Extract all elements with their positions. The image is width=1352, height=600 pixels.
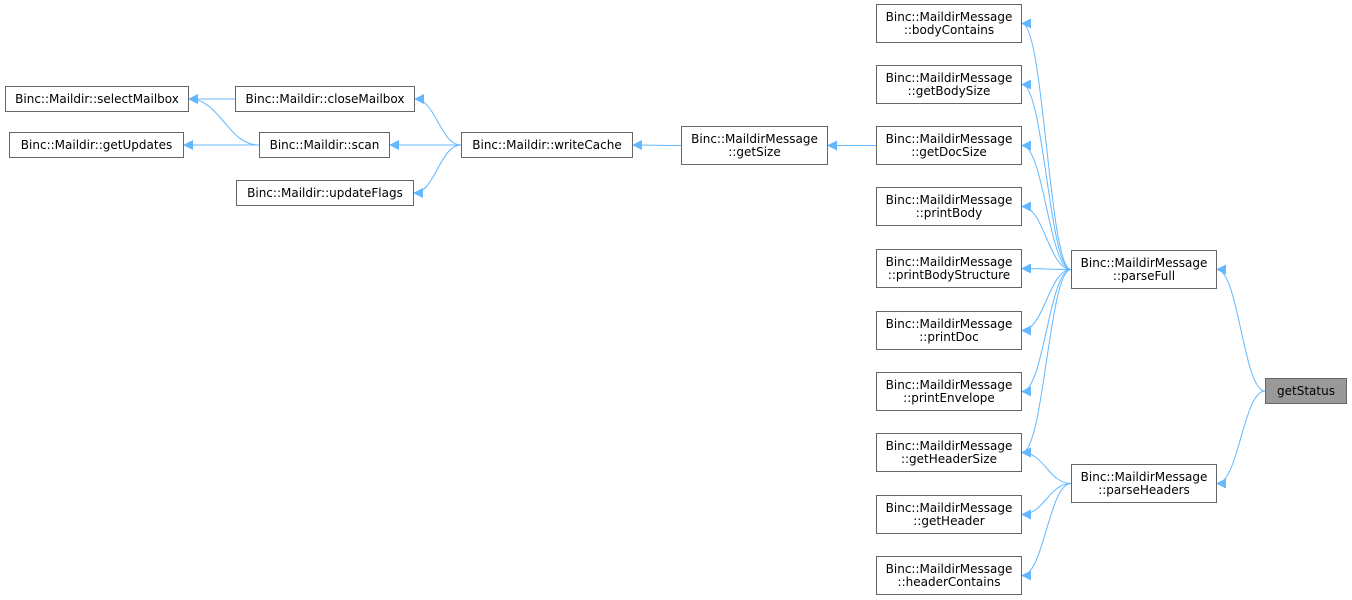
node-label-line: Binc::Maildir::selectMailbox <box>15 91 179 106</box>
node-label-line: Binc::MaildirMessage <box>885 192 1013 207</box>
edge-parseFull-to-printDoc <box>1021 269 1072 336</box>
node-label-line: Binc::MaildirMessage <box>1080 255 1208 270</box>
node-label-line: ::printBodyStructure <box>887 267 1011 282</box>
edge-parseHeaders-to-getHeader <box>1021 483 1072 520</box>
node-label-line: ::getBodySize <box>907 83 991 98</box>
node-label-line: ::getDocSize <box>911 144 987 159</box>
node-print-envelope[interactable]: Binc::MaildirMessage::printEnvelope <box>876 372 1022 411</box>
node-close-mailbox[interactable]: Binc::Maildir::closeMailbox <box>235 86 415 112</box>
node-label-line: Binc::Maildir::writeCache <box>472 137 622 152</box>
node-label-line: ::getHeader <box>913 513 985 528</box>
edge-getStatus-to-parseFull <box>1216 264 1266 392</box>
node-label-line: Binc::MaildirMessage <box>691 131 818 146</box>
node-write-cache[interactable]: Binc::Maildir::writeCache <box>461 132 633 158</box>
node-label-line: Binc::MaildirMessage <box>885 131 1013 146</box>
node-header-contains[interactable]: Binc::MaildirMessage::headerContains <box>876 556 1022 595</box>
node-label-line: getStatus <box>1277 383 1335 398</box>
node-label-line: Binc::MaildirMessage <box>885 70 1013 85</box>
node-label-line: ::printBody <box>915 205 983 220</box>
node-scan[interactable]: Binc::Maildir::scan <box>259 132 390 158</box>
node-print-body-structure[interactable]: Binc::MaildirMessage::printBodyStructure <box>876 249 1022 288</box>
edge-parseHeaders-to-getHeaderSize <box>1021 447 1072 484</box>
node-label-line: Binc::MaildirMessage <box>885 500 1013 515</box>
node-label-line: ::printDoc <box>919 329 979 344</box>
edge-getSize-to-writeCache <box>632 140 682 151</box>
node-update-flags[interactable]: Binc::Maildir::updateFlags <box>236 180 414 206</box>
node-get-header-size[interactable]: Binc::MaildirMessage::getHeaderSize <box>876 433 1022 472</box>
node-get-updates[interactable]: Binc::Maildir::getUpdates <box>9 132 184 158</box>
node-label-line: Binc::MaildirMessage <box>885 316 1013 331</box>
edge-parseFull-to-printBodyStructure <box>1021 263 1072 274</box>
node-label-line: ::parseFull <box>1112 268 1176 283</box>
node-label-line: Binc::MaildirMessage <box>885 377 1013 392</box>
node-get-size[interactable]: Binc::MaildirMessage::getSize <box>681 126 828 165</box>
node-print-body[interactable]: Binc::MaildirMessage::printBody <box>876 187 1022 226</box>
edge-parseFull-to-printBody <box>1021 201 1072 270</box>
node-label-line: ::parseHeaders <box>1098 482 1190 497</box>
node-select-mailbox[interactable]: Binc::Maildir::selectMailbox <box>5 86 189 112</box>
node-parse-full[interactable]: Binc::MaildirMessage::parseFull <box>1071 250 1217 289</box>
edge-getStatus-to-parseHeaders <box>1216 390 1266 489</box>
node-body-contains[interactable]: Binc::MaildirMessage::bodyContains <box>876 4 1022 43</box>
node-label-line: Binc::Maildir::updateFlags <box>247 185 403 200</box>
node-print-doc[interactable]: Binc::MaildirMessage::printDoc <box>876 311 1022 350</box>
edge-parseFull-to-getDocSize <box>1021 140 1072 270</box>
node-label-line: Binc::MaildirMessage <box>885 561 1013 576</box>
node-label-line: Binc::MaildirMessage <box>885 438 1013 453</box>
node-label-line: ::getSize <box>728 144 781 159</box>
node-label-line: Binc::Maildir::getUpdates <box>20 137 173 152</box>
node-get-status[interactable]: getStatus <box>1265 378 1347 404</box>
edge-parseFull-to-getBodySize <box>1021 79 1072 270</box>
edge-writeCache-to-updateFlags <box>413 144 462 198</box>
edge-parseFull-to-getHeaderSize <box>1021 269 1072 458</box>
edge-writeCache-to-closeMailbox <box>414 94 462 146</box>
node-get-header[interactable]: Binc::MaildirMessage::getHeader <box>876 495 1022 534</box>
edge-parseFull-to-printEnvelope <box>1021 269 1072 397</box>
node-get-doc-size[interactable]: Binc::MaildirMessage::getDocSize <box>876 126 1022 165</box>
node-parse-headers[interactable]: Binc::MaildirMessage::parseHeaders <box>1071 464 1217 503</box>
node-label-line: Binc::Maildir::scan <box>269 137 380 152</box>
node-label-line: ::getHeaderSize <box>900 451 998 466</box>
node-label-line: Binc::MaildirMessage <box>885 254 1013 269</box>
node-label-line: ::headerContains <box>897 574 1001 589</box>
node-label-line: Binc::MaildirMessage <box>885 9 1013 24</box>
edge-parseHeaders-to-headerContains <box>1021 483 1072 581</box>
node-label-line: ::bodyContains <box>903 22 995 37</box>
node-label-line: Binc::MaildirMessage <box>1080 469 1208 484</box>
node-label-line: Binc::Maildir::closeMailbox <box>245 91 405 106</box>
node-get-body-size[interactable]: Binc::MaildirMessage::getBodySize <box>876 65 1022 104</box>
node-label-line: ::printEnvelope <box>903 390 995 405</box>
edge-parseFull-to-bodyContains <box>1021 18 1072 270</box>
edge-scan-to-selectMailbox <box>188 94 260 146</box>
